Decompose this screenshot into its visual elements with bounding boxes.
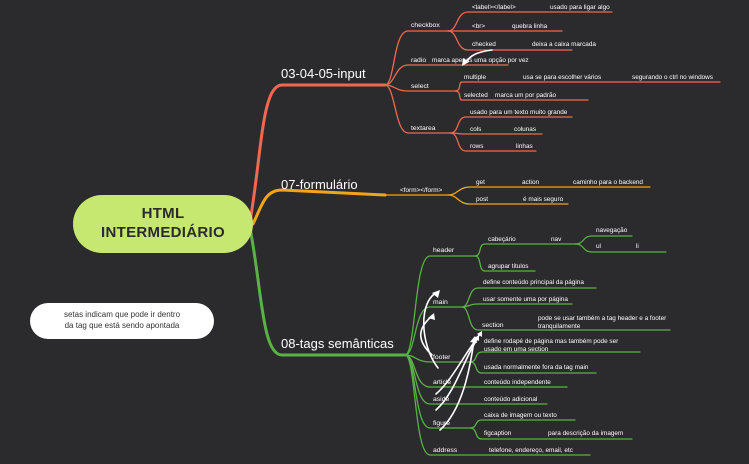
node-section-desc[interactable]: pode se usar também a tag header e a foo…	[538, 315, 667, 331]
node-checked-desc[interactable]: deixa a caixa marcada	[532, 41, 596, 48]
node-nav[interactable]: nav	[551, 236, 562, 243]
node-figure[interactable]: figure	[433, 420, 451, 427]
semantic-branch-lines	[248, 226, 671, 456]
node-rows[interactable]: rows	[470, 143, 484, 150]
node-li[interactable]: li	[636, 243, 639, 250]
node-main[interactable]: main	[433, 299, 448, 306]
node-post-desc[interactable]: é mais seguro	[523, 196, 564, 203]
node-rows-desc[interactable]: linhas	[516, 143, 533, 150]
node-get[interactable]: get	[476, 179, 485, 186]
node-aside-desc[interactable]: conteúdo adicional	[484, 396, 538, 403]
node-selected-desc[interactable]: marca um por padrão	[495, 92, 557, 99]
node-figcaption-desc[interactable]: para descrição da imagem	[548, 430, 624, 437]
node-label-tag[interactable]: <label></label>	[472, 4, 516, 11]
node-article-desc[interactable]: conteúdo independente	[484, 379, 551, 386]
arrow-footer-to-main	[422, 291, 439, 369]
node-radio-desc[interactable]: marca apenas uma opção por vez	[432, 57, 529, 64]
node-action-desc[interactable]: caminho para o backend	[573, 179, 643, 186]
connector-lines	[248, 11, 721, 456]
branch-title-input[interactable]: 03-04-05-input	[281, 66, 366, 81]
node-header[interactable]: header	[433, 247, 455, 254]
node-select[interactable]: select	[411, 83, 429, 90]
node-cols[interactable]: cols	[470, 126, 482, 133]
node-footer[interactable]: footer	[433, 354, 451, 361]
node-multiple-extra[interactable]: segurando o ctrl no windows	[632, 74, 713, 81]
node-ul[interactable]: ul	[596, 243, 601, 250]
node-action[interactable]: action	[522, 179, 540, 186]
node-checked[interactable]: checked	[472, 41, 496, 48]
arrow-heads	[428, 58, 482, 343]
input-branch-lines	[248, 11, 721, 224]
node-multiple[interactable]: multiple	[464, 74, 487, 81]
node-textarea-desc[interactable]: usado para um texto muito grande	[470, 109, 568, 116]
node-br-tag[interactable]: <br>	[472, 23, 486, 30]
node-selected[interactable]: selected	[464, 92, 488, 99]
node-article[interactable]: article	[433, 379, 452, 386]
branch-title-formulario[interactable]: 07-formulário	[281, 177, 358, 192]
node-label-tag-desc[interactable]: usado para ligar algo	[550, 4, 610, 11]
legend-note: setas indicam que pode ir dentro da tag …	[30, 303, 214, 339]
node-checkbox[interactable]: checkbox	[411, 22, 440, 29]
form-branch-lines	[251, 186, 651, 226]
root-node-html-intermediario[interactable]: HTML INTERMEDIÁRIO	[73, 195, 253, 253]
node-figure-desc[interactable]: caixa de imagem ou texto	[484, 412, 557, 419]
node-post[interactable]: post	[476, 196, 489, 203]
node-main-desc1[interactable]: define conteúdo principal da página	[483, 279, 584, 286]
arrow-checked-to-radio	[465, 49, 493, 63]
node-aside[interactable]: aside	[433, 396, 450, 403]
node-address-desc[interactable]: telefone, endereço, email, etc	[489, 447, 573, 454]
node-figcaption[interactable]: figcaption	[484, 430, 512, 437]
node-address[interactable]: address	[433, 447, 458, 454]
node-main-desc2[interactable]: usar somente uma por página	[483, 296, 568, 303]
node-agrupar-titulos[interactable]: agrupar titulos	[488, 263, 529, 270]
arrow-figure-to-section	[439, 339, 475, 431]
node-footer-desc1[interactable]: define rodapé de página mas também pode …	[484, 338, 619, 354]
node-br-desc[interactable]: quebra linha	[512, 23, 548, 30]
node-radio[interactable]: radio	[411, 57, 427, 64]
node-cabecario[interactable]: cabeçário	[488, 236, 516, 243]
branch-title-tags-semanticas[interactable]: 08-tags semânticas	[281, 336, 394, 351]
node-form-tag[interactable]: <form></form>	[400, 187, 443, 194]
node-footer-desc2[interactable]: usada normalmente fora da tag main	[484, 364, 589, 371]
node-cols-desc[interactable]: colunas	[514, 126, 537, 133]
arrow-section-to-main	[419, 315, 433, 356]
node-navegacao[interactable]: navegação	[596, 227, 628, 234]
node-section[interactable]: section	[482, 322, 504, 329]
node-textarea[interactable]: textarea	[411, 125, 436, 132]
node-multiple-desc[interactable]: usa se para escolher vários	[523, 74, 602, 81]
